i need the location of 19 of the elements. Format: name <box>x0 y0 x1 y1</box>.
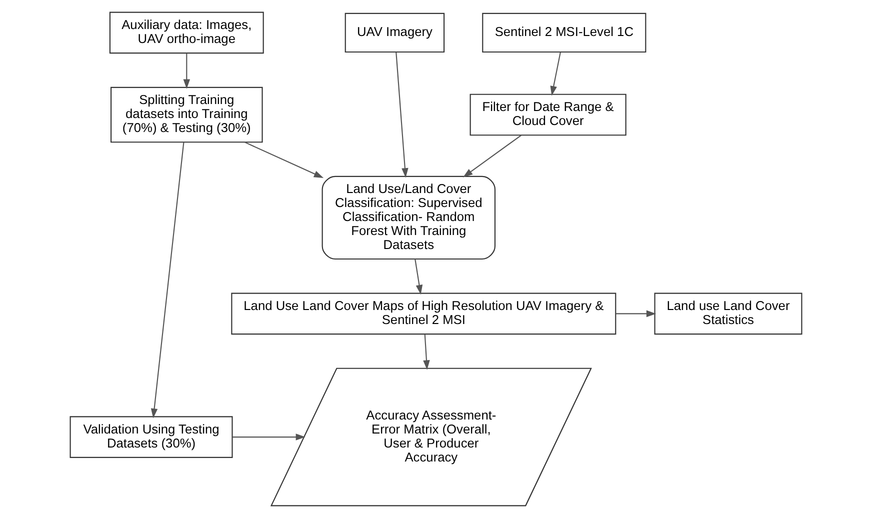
arrow <box>423 334 430 370</box>
arrow <box>232 434 306 440</box>
node-box: Filter for Date Range & Cloud Cover <box>470 94 626 136</box>
arrow <box>414 259 423 295</box>
node-box: Sentinel 2 MSI-Level 1C <box>482 12 646 53</box>
node-box: Auxiliary data: Images, UAV ortho-image <box>109 12 264 54</box>
node-box: UAV Imagery <box>344 12 445 53</box>
arrow <box>244 142 324 178</box>
node-box: Validation Using Testing Datasets (30%) <box>70 416 233 458</box>
arrow <box>183 53 190 89</box>
node-box: Land Use Land Cover Maps of High Resolution UAV Imagery & Sentinel 2 MSI <box>231 292 616 335</box>
arrow <box>462 134 522 178</box>
arrow <box>550 52 561 96</box>
node-box: Splitting Training datasets into Training (70%) & Testing (30%) <box>110 86 263 143</box>
node-box: Land Use/Land Cover Classification: Supervised Classification- Random Forest With Training Datasets <box>322 176 496 260</box>
arrow <box>396 52 408 178</box>
arrow <box>150 142 184 418</box>
arrow <box>616 310 656 318</box>
node-box: Land use Land Cover Statistics <box>654 292 802 335</box>
